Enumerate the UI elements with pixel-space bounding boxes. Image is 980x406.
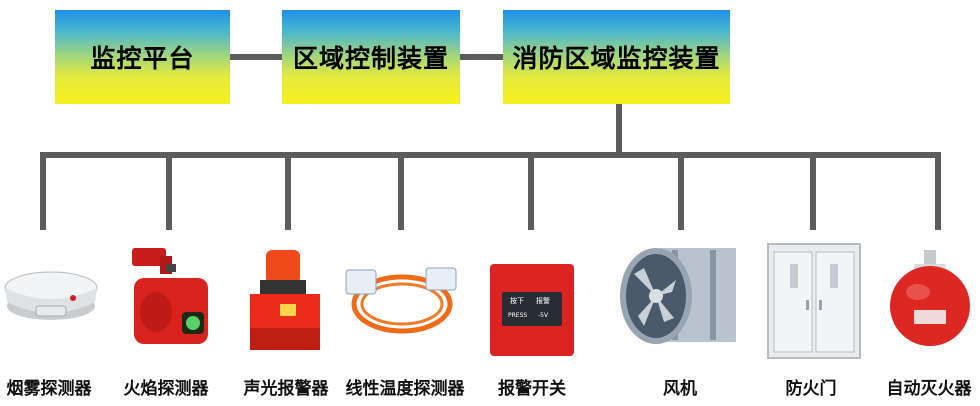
drop-line-alarm-switch <box>528 152 534 230</box>
area-control-device-label: 区域控制装置 <box>292 44 449 73</box>
area-control-device-box: 区域控制装置 <box>282 10 460 104</box>
drop-line-fan <box>678 152 684 230</box>
fan-image <box>614 240 742 358</box>
drop-line-flame <box>166 152 172 230</box>
monitoring-platform-box: 监控平台 <box>55 10 230 104</box>
smoke-detector-image <box>2 262 100 328</box>
device-label-alarm-switch: 报警开关 <box>498 379 566 399</box>
fire-area-monitoring-device-label: 消防区域监控装置 <box>512 44 721 73</box>
device-label-sound-light-alarm: 声光报警器 <box>243 379 329 399</box>
drop-line-sound-light <box>285 152 291 230</box>
flame-detector-image <box>120 242 218 352</box>
device-label-smoke-detector: 烟雾探测器 <box>6 379 92 399</box>
drop-line-extinguisher <box>935 152 941 230</box>
linear-temperature-detector-image <box>340 264 458 338</box>
connector-trunk <box>616 104 622 157</box>
monitoring-platform-label: 监控平台 <box>90 44 195 73</box>
device-label-linear-temperature-detector: 线性温度探测器 <box>345 379 465 399</box>
alarm-switch-text-top-left: 按下 <box>510 296 524 305</box>
drop-line-linear-temp <box>398 152 404 230</box>
alarm-switch-text-bottom-left: PRESS <box>508 312 527 319</box>
automatic-fire-extinguisher-image <box>884 248 976 348</box>
drop-line-smoke <box>40 152 46 230</box>
alarm-switch-image: 按下 报警 PRESS -5V <box>488 262 576 358</box>
alarm-switch-text-top-right: 报警 <box>536 296 550 305</box>
fire-door-image <box>766 242 862 360</box>
fire-area-monitoring-device-box: 消防区域监控装置 <box>503 10 730 104</box>
alarm-switch-text-bottom-right: -5V <box>538 312 549 319</box>
sound-light-alarm-image <box>244 248 328 354</box>
drop-line-fire-door <box>810 152 816 230</box>
connector-bus <box>40 152 941 158</box>
connector-box1-box2 <box>230 54 282 60</box>
device-label-flame-detector: 火焰探测器 <box>123 379 209 399</box>
device-label-automatic-fire-extinguisher: 自动灭火器 <box>886 379 972 399</box>
device-label-fan: 风机 <box>663 379 697 399</box>
device-label-fire-door: 防火门 <box>785 379 837 399</box>
connector-box2-box3 <box>460 54 503 60</box>
